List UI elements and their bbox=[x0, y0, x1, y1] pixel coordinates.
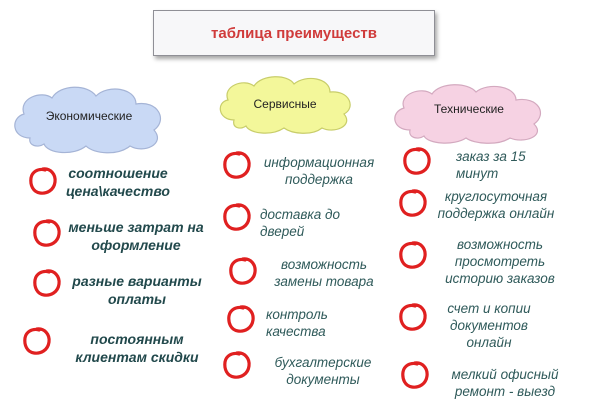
cloud-economic: Экономические bbox=[8, 80, 170, 154]
service-item-4: контроль качества bbox=[266, 307, 328, 339]
cloud-service: Сервисные bbox=[214, 70, 356, 134]
red-ring-icon bbox=[223, 151, 251, 179]
economic-item-4: постоянным клиентам скидки bbox=[75, 331, 199, 365]
cloud-economic-label: Экономические bbox=[45, 109, 133, 123]
cloud-service-label: Сервисные bbox=[253, 97, 317, 111]
title-text: таблица преимуществ bbox=[211, 24, 377, 42]
red-ring-icon bbox=[223, 203, 251, 231]
cloud-economic-shape bbox=[14, 86, 161, 154]
red-ring-icon bbox=[29, 167, 57, 195]
red-ring-icon bbox=[399, 241, 427, 269]
service-item-5: бухгалтерские документы bbox=[274, 355, 372, 387]
technical-item-2: круглосуточная поддержка онлайн bbox=[437, 189, 555, 221]
service-item-3: возможность замены товара bbox=[274, 257, 374, 289]
cloud-technical-shape bbox=[394, 84, 541, 144]
economic-item-3: разные варианты оплаты bbox=[72, 273, 202, 307]
diagram-title: таблица преимуществ bbox=[153, 10, 435, 56]
red-ring-icon bbox=[33, 269, 61, 297]
technical-item-1: заказ за 15 минут bbox=[456, 149, 526, 181]
technical-item-4: счет и копии документов онлайн bbox=[447, 301, 531, 350]
economic-item-2: меньше затрат на оформление bbox=[68, 219, 204, 253]
cloud-technical-label: Технические bbox=[434, 102, 504, 116]
economic-item-1: соотношение цена\качество bbox=[66, 165, 170, 199]
cloud-service-shape bbox=[219, 76, 351, 134]
technical-item-3: возможность просмотреть историю заказов bbox=[445, 237, 555, 286]
red-ring-icon bbox=[229, 257, 257, 285]
technical-item-5: мелкий офисный ремонт - выезд bbox=[451, 367, 559, 399]
service-item-1: информационная поддержка bbox=[263, 155, 375, 187]
red-ring-icon bbox=[223, 351, 251, 379]
service-item-2: доставка до дверей bbox=[260, 207, 340, 239]
red-ring-icon bbox=[399, 189, 427, 217]
red-ring-icon bbox=[227, 305, 255, 333]
red-ring-icon bbox=[403, 147, 431, 175]
cloud-technical: Технические bbox=[388, 78, 550, 144]
red-ring-icon bbox=[23, 327, 51, 355]
red-ring-icon bbox=[401, 361, 429, 389]
red-ring-icon bbox=[33, 219, 61, 247]
red-ring-icon bbox=[399, 303, 427, 331]
